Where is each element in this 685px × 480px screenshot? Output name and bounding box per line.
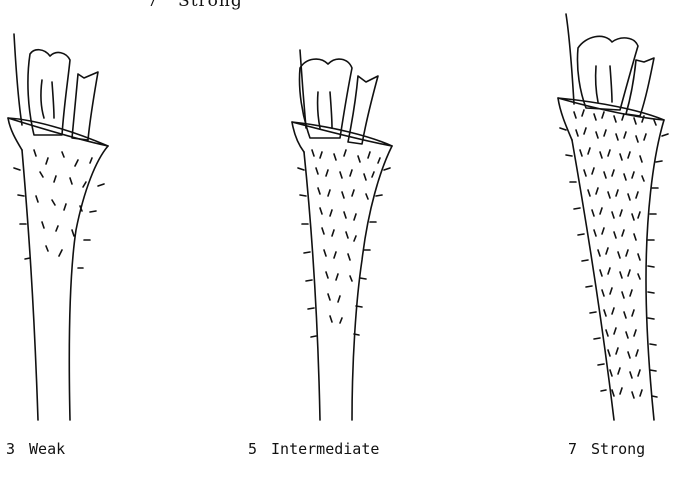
panel-number-weak: 3 [6,440,15,458]
panel-number-intermediate: 5 [248,440,257,458]
leaf-sheath-strong-pubescence-icon [558,14,668,420]
panel-number-strong: 7 [568,440,577,458]
panel-text-weak: Weak [29,440,65,458]
leaf-sheath-weak-pubescence-icon [8,34,108,420]
panel-text-intermediate: Intermediate [271,440,379,458]
panel-text-strong: Strong [591,440,645,458]
leaf-sheath-intermediate-pubescence-icon [292,50,392,420]
panel-label-strong: 7 Strong [568,440,645,458]
panel-label-intermediate: 5 Intermediate [248,440,379,458]
strong-hairs [560,110,668,398]
panel-label-weak: 3 Weak [6,440,65,458]
